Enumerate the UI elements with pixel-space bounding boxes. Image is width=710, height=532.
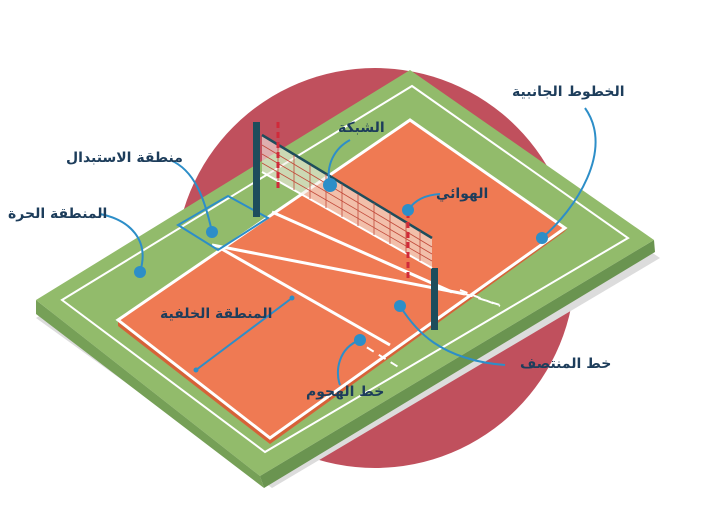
attack-line-far-ext bbox=[459, 289, 501, 307]
label-attack-line: خط الهجوم bbox=[306, 384, 385, 400]
dot-side-lines bbox=[536, 232, 548, 244]
dot-center-line bbox=[394, 300, 406, 312]
center-line-extension bbox=[464, 293, 501, 306]
back-zone-indicator bbox=[195, 297, 293, 371]
net-post-right bbox=[431, 268, 438, 330]
substitution-zone bbox=[176, 194, 270, 252]
attack-line-far bbox=[271, 210, 453, 294]
back-zone-end-b bbox=[289, 295, 295, 301]
label-antenna: الهوائي bbox=[436, 186, 489, 202]
label-free-zone: المنطقة الحرة bbox=[8, 206, 108, 222]
dot-attack-line bbox=[354, 334, 366, 346]
label-side-lines: الخطوط الجانبية bbox=[512, 84, 625, 100]
leader-side-lines bbox=[541, 107, 597, 239]
net bbox=[261, 122, 433, 280]
court-surface bbox=[118, 120, 565, 438]
attack-line-near bbox=[219, 246, 391, 347]
center-line bbox=[211, 243, 466, 296]
label-net: الشبكة bbox=[338, 120, 385, 136]
net-post-left bbox=[253, 122, 260, 217]
platform-side-right bbox=[260, 240, 655, 488]
dot-net bbox=[323, 178, 337, 192]
leader-free-zone bbox=[99, 213, 144, 273]
label-center-line: خط المنتصف bbox=[520, 356, 612, 372]
dot-substitution bbox=[206, 226, 218, 238]
dot-antenna bbox=[402, 204, 414, 216]
label-substitution-zone: منطقة الاستبدال bbox=[66, 150, 183, 166]
dot-free-zone bbox=[134, 266, 146, 278]
leader-substitution bbox=[169, 159, 213, 233]
attack-line-near-ext bbox=[354, 339, 401, 369]
leader-center-line bbox=[399, 305, 506, 366]
back-zone-end-a bbox=[193, 367, 199, 373]
platform-side bbox=[36, 300, 264, 488]
label-back-zone: المنطقة الخلفية bbox=[160, 306, 273, 322]
